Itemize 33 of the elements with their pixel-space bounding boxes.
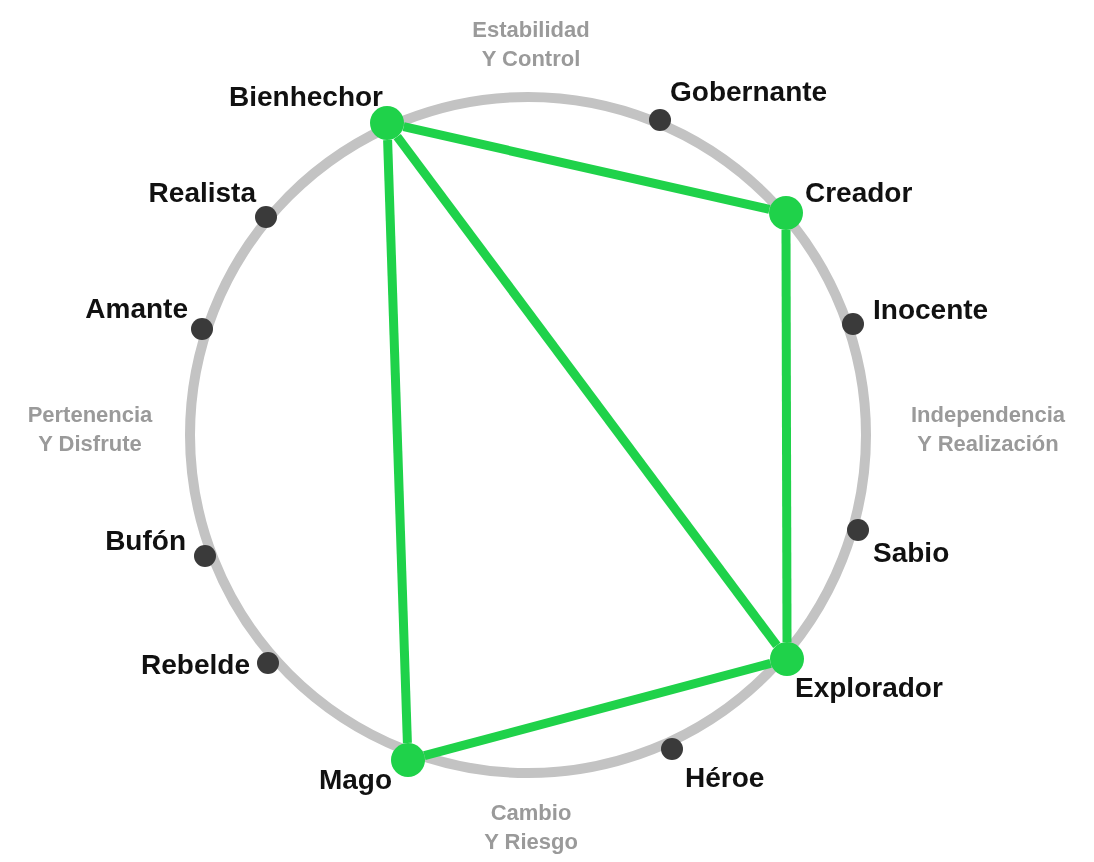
connecting-line	[393, 133, 781, 649]
archetype-label: Creador	[805, 177, 913, 209]
point-marker	[661, 738, 683, 760]
archetype-label: Héroe	[685, 762, 765, 794]
connecting-line	[423, 659, 772, 760]
highlighted-point	[391, 743, 425, 777]
archetype-label: Amante	[85, 293, 188, 325]
point-marker	[191, 318, 213, 340]
quadrant-label: Cambio Y Riesgo	[483, 799, 579, 856]
archetype-label: Sabio	[873, 537, 950, 569]
archetype-label: Explorador	[795, 672, 943, 704]
archetype-label: Inocente	[873, 294, 989, 326]
point-marker	[842, 313, 864, 335]
point-marker	[649, 109, 671, 131]
point-marker	[255, 206, 277, 228]
quadrant-label: Independencia Y Realización	[909, 401, 1066, 458]
highlighted-point	[370, 106, 404, 140]
archetype-label: Realista	[148, 177, 256, 209]
point-marker	[847, 519, 869, 541]
connecting-line	[383, 139, 412, 744]
highlighted-point	[770, 642, 804, 676]
archetype-label: Bufón	[105, 525, 186, 557]
point-marker	[194, 545, 216, 567]
connecting-line	[402, 122, 771, 214]
point-marker	[257, 652, 279, 674]
quadrant-label: Pertenencia Y Disfrute	[26, 401, 154, 458]
archetype-label: Bienhechor	[228, 81, 383, 113]
archetype-label: Mago	[318, 764, 392, 796]
archetype-label: Gobernante	[670, 76, 828, 108]
quadrant-label: Estabilidad Y Control	[471, 16, 591, 73]
highlighted-point	[769, 196, 803, 230]
archetype-label: Rebelde	[141, 649, 250, 681]
connecting-line	[781, 230, 792, 642]
